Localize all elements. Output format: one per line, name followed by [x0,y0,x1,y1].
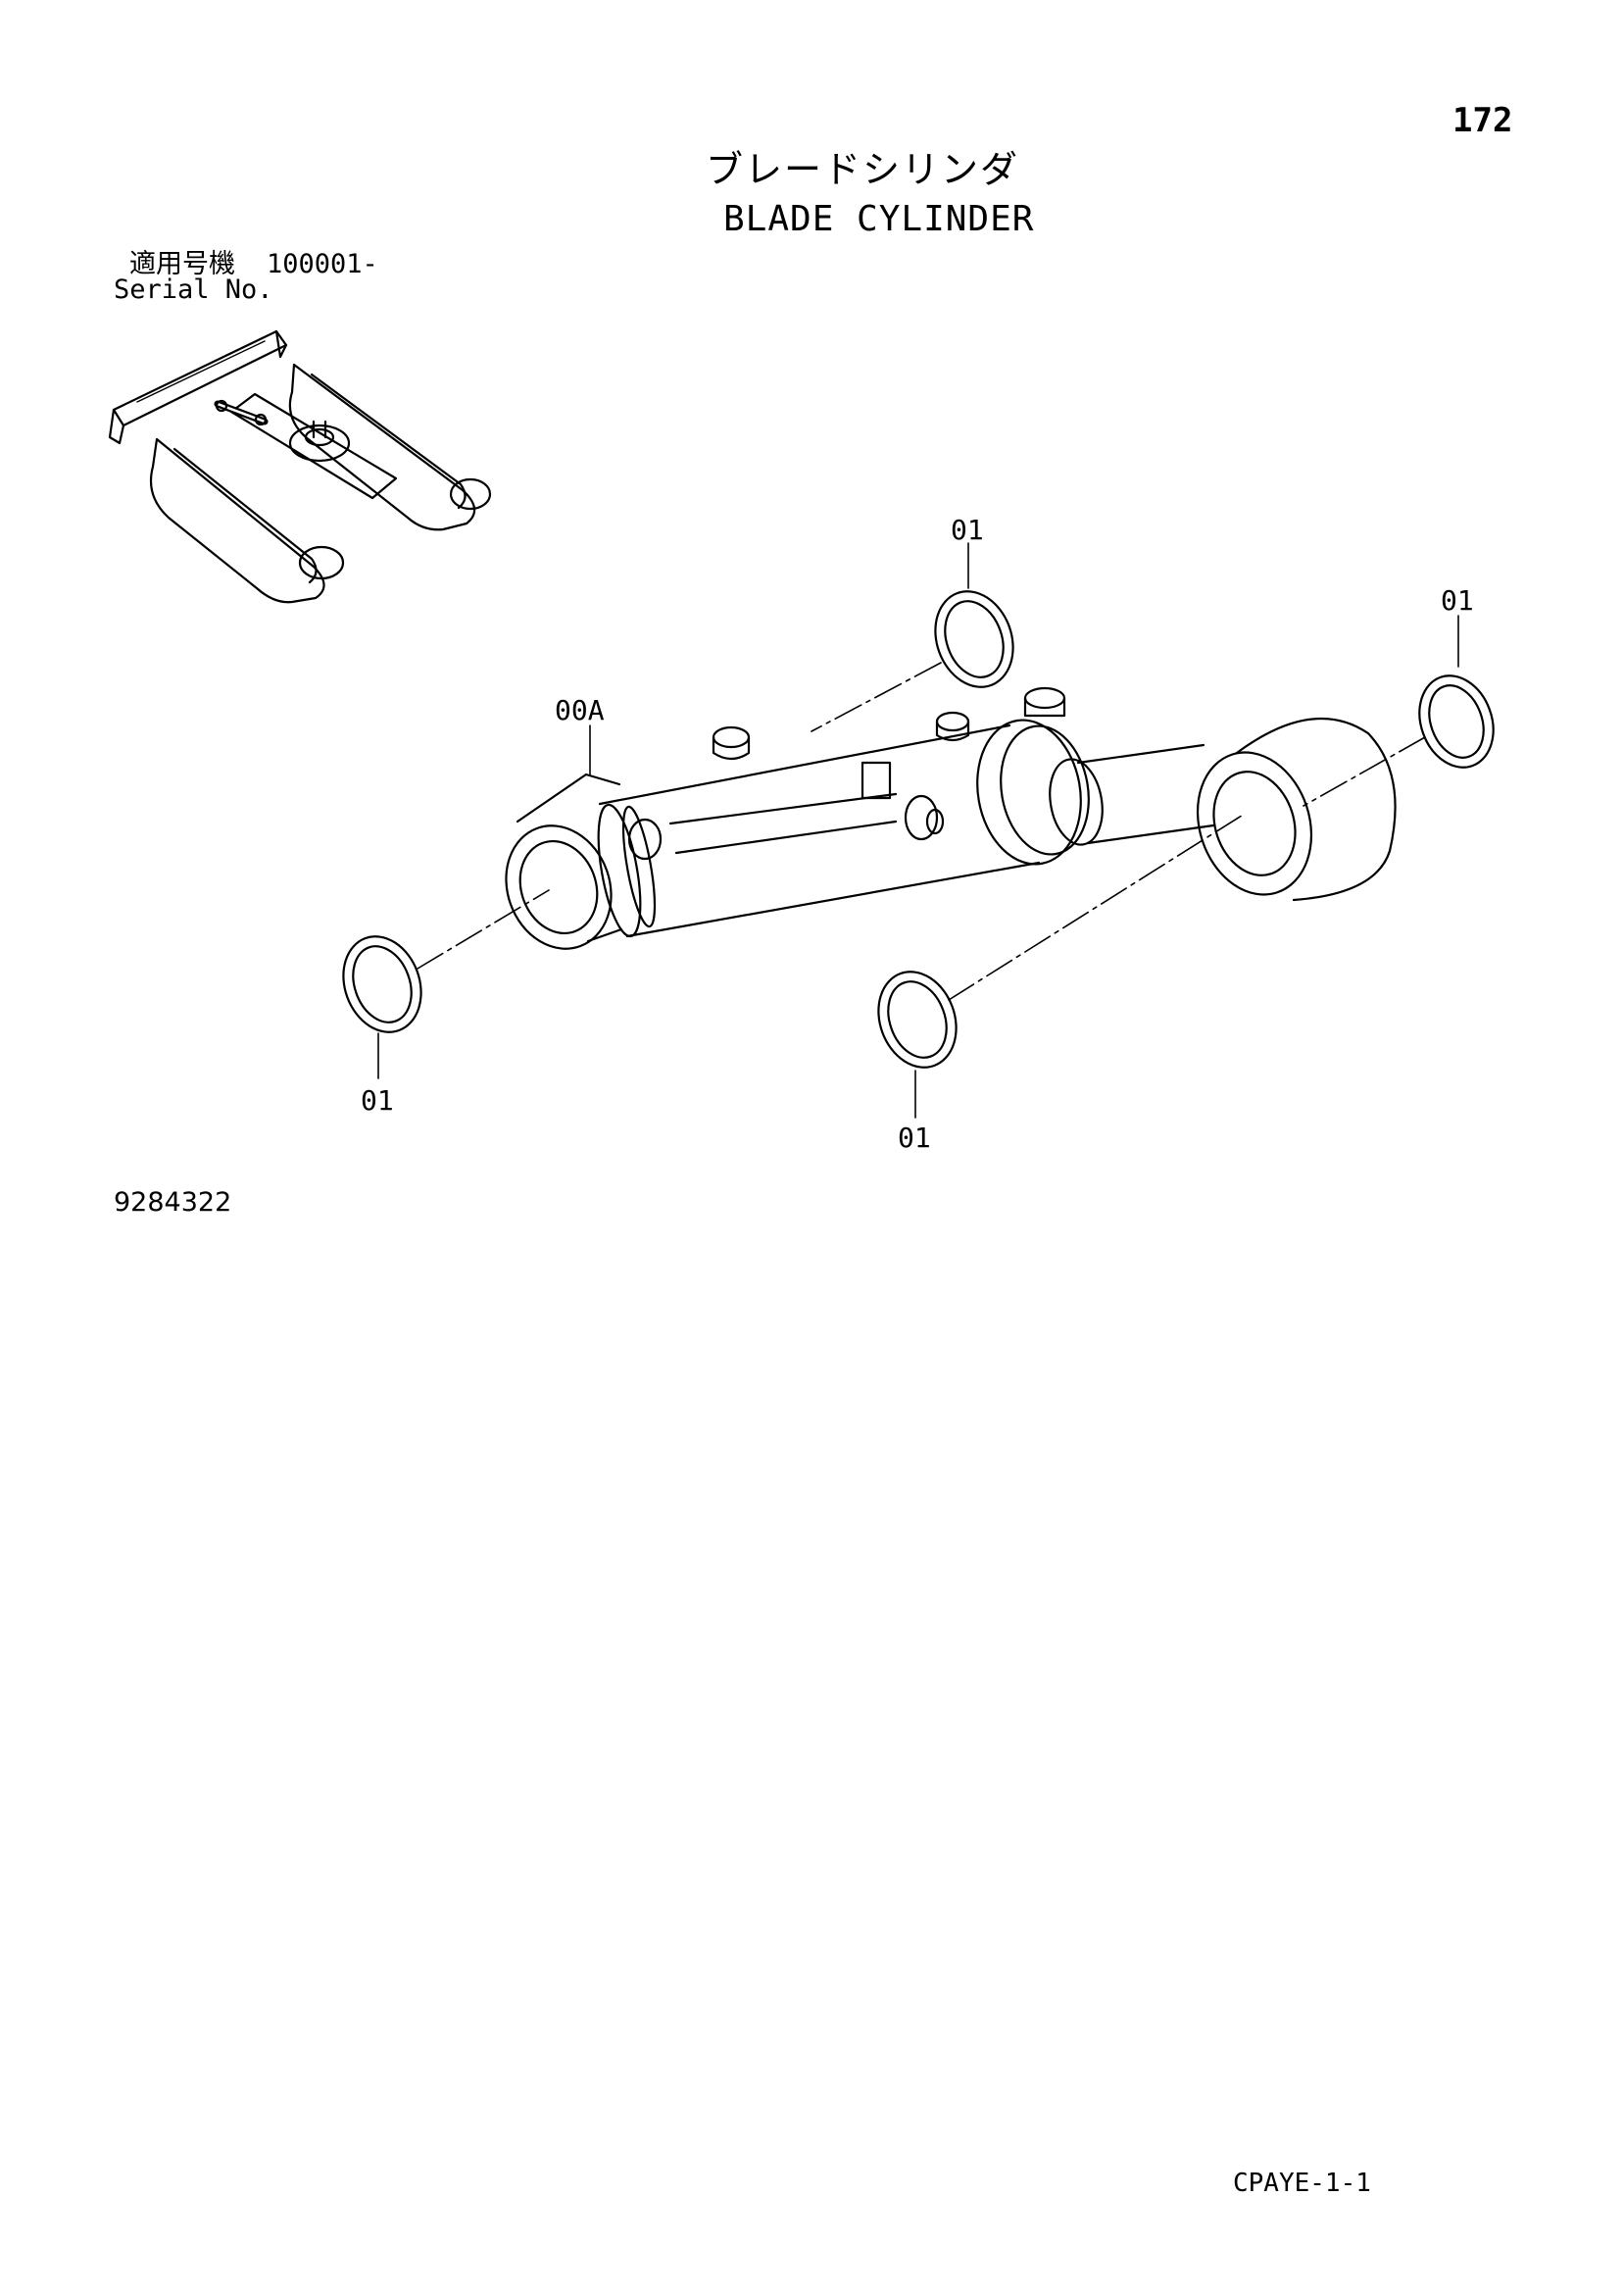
leader-lines [377,542,1459,1119]
title-english: BLADE CYLINDER [723,199,1035,239]
serial-range: 100001- [267,249,378,279]
machine-location-thumbnail [108,329,492,604]
callout-01-top: 01 [951,514,984,546]
callout-01-left: 01 [361,1084,394,1117]
callout-00a: 00A [555,694,605,726]
title-japanese: ブレードシリンダ [706,148,1020,191]
dust-seal-parts [342,590,1495,1069]
serial-label-japanese: 適用号機 [129,249,235,279]
serial-label-english: Serial No. [114,275,273,305]
document-code: CPAYE-1-1 [1233,2169,1371,2198]
blade-cylinder-assembly [505,686,1397,950]
center-lines [417,662,1426,1001]
callout-01-right: 01 [1441,584,1474,617]
drawing-id: 9284322 [114,1187,232,1218]
callout-01-bottom: 01 [898,1122,931,1154]
page-number: 172 [1452,101,1513,140]
callout-labels: 01 01 00A 01 01 [361,514,1474,1154]
